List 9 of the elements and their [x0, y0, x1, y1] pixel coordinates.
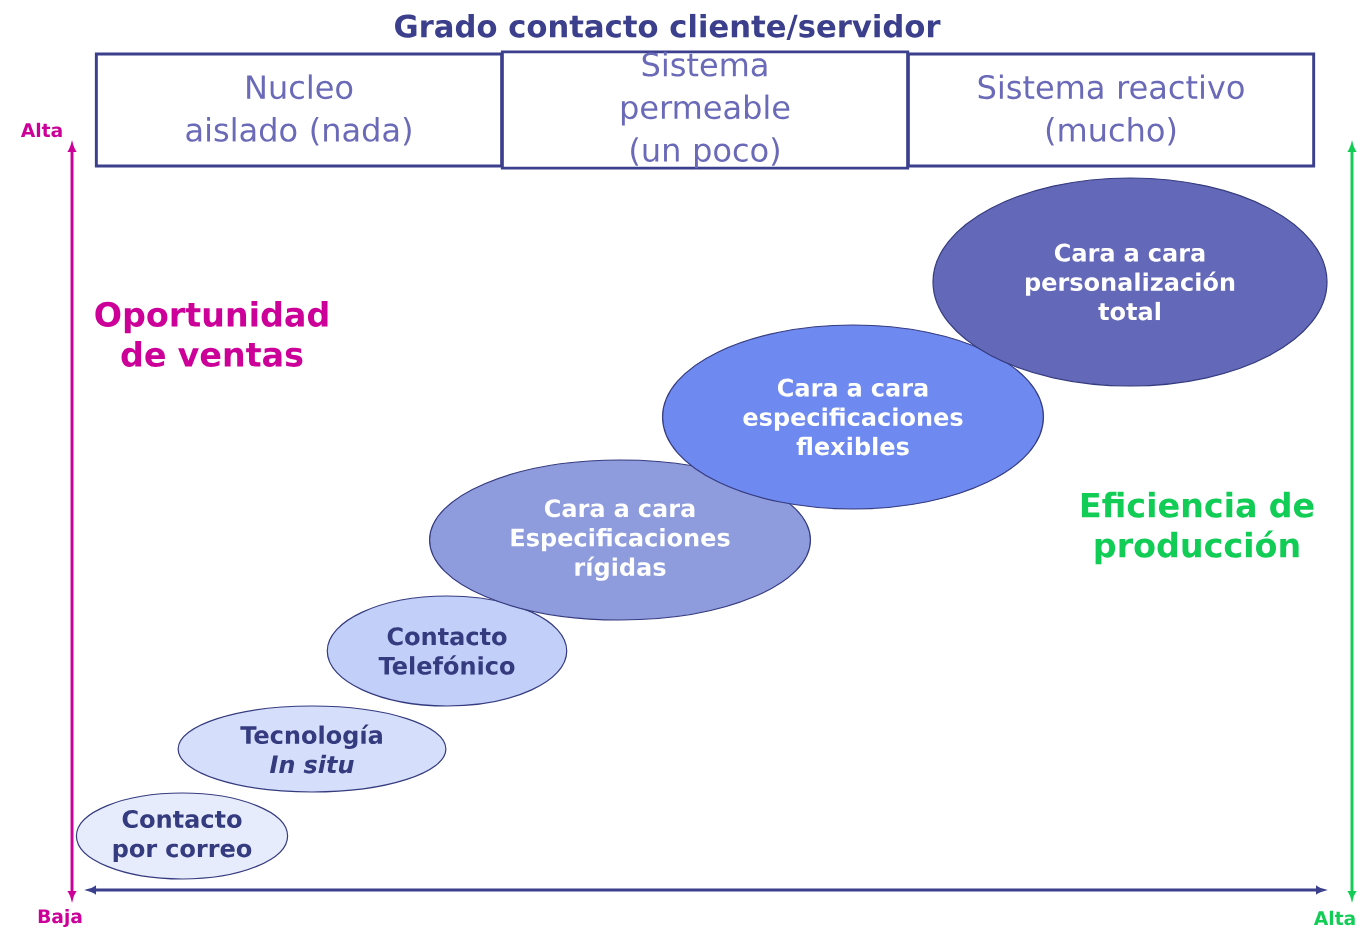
axis-label: Alta — [1313, 910, 1355, 926]
axis-label: Alta — [20, 122, 62, 138]
axis-label: Oportunidad de ventas — [95, 301, 328, 367]
table-cell: Sistema reactivo (mucho) — [906, 52, 1316, 168]
axis-label: Eficiencia de producción — [1081, 491, 1314, 565]
table-cell: Nucleo aislado (nada) — [94, 52, 504, 168]
axis-label: Baja — [38, 908, 82, 928]
table-cell: Sistema permeable (un poco) — [500, 50, 910, 170]
title: Grado contacto cliente/servidor — [395, 13, 941, 41]
